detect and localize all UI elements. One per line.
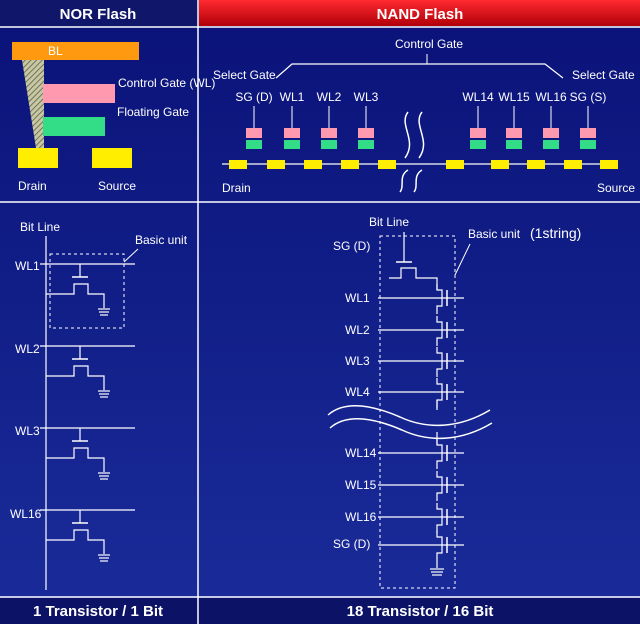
nand-control-gate-block-2 — [284, 128, 300, 138]
nand-control-gate-block-4 — [358, 128, 374, 138]
nand-floating-gate-block-5 — [470, 140, 486, 149]
nor-transistor-4 — [46, 529, 105, 554]
nand-control-gate-block-8 — [580, 128, 596, 138]
nor-floating-gate-block — [43, 117, 105, 136]
nand-wl-label-4: WL4 — [345, 385, 370, 399]
nor-control-gate-block — [43, 84, 115, 103]
nor-bl-label: BL — [48, 44, 63, 58]
nor-cell-cross-section: BL Control Gate (WL) Floating Gate Drain… — [12, 42, 215, 193]
nand-wl-label-7: WL16 — [345, 510, 377, 524]
nand-sg-top-transistor — [389, 267, 438, 290]
nand-gate-label-6: WL15 — [498, 90, 530, 104]
nor-bitline-bar — [12, 42, 139, 60]
nand-cell-transistor-7 — [436, 503, 443, 533]
nand-diffusion-block-10 — [600, 160, 618, 169]
nor-transistor-3 — [46, 447, 105, 472]
nand-floating-gate-block-7 — [543, 140, 559, 149]
nand-control-gate-bracket — [275, 63, 564, 79]
nor-title: NOR Flash — [60, 6, 137, 23]
nand-wl-label-2: WL2 — [345, 323, 370, 337]
nand-sgd-bottom-label: SG (D) — [333, 537, 370, 551]
nand-cell-transistor-6 — [436, 471, 443, 501]
nand-control-gate-block-6 — [506, 128, 522, 138]
nand-gate-label-7: WL16 — [535, 90, 567, 104]
nand-gate-label-4: WL3 — [354, 90, 379, 104]
nor-wl-label-3: WL3 — [15, 424, 40, 438]
nand-gate-label-5: WL14 — [462, 90, 494, 104]
nand-bitline-label: Bit Line — [369, 215, 409, 229]
nand-cell-transistor-1 — [436, 284, 443, 314]
nand-control-gate-block-3 — [321, 128, 337, 138]
nand-footer: 18 Transistor / 16 Bit — [347, 603, 494, 620]
nand-floating-gate-block-4 — [358, 140, 374, 149]
nor-control-gate-label: Control Gate (WL) — [118, 76, 215, 90]
nand-control-gate-block-7 — [543, 128, 559, 138]
nor-basic-unit-box — [49, 253, 125, 329]
nand-diffusion-block-5 — [378, 160, 396, 169]
nand-control-gate-block-5 — [470, 128, 486, 138]
nand-wl-label-6: WL15 — [345, 478, 377, 492]
nand-gate-label-2: WL1 — [280, 90, 305, 104]
nor-wl-label-1: WL1 — [15, 259, 40, 273]
nand-basic-unit-label: Basic unit — [468, 227, 521, 241]
nand-diffusion-block-6 — [446, 160, 464, 169]
nand-header-bg — [199, 0, 640, 26]
nor-transistor-1 — [46, 283, 105, 308]
nand-sgd-top-label: SG (D) — [333, 239, 370, 253]
nor-circuit: Bit Line Basic unit WL1 WL2 WL3 WL16 — [10, 220, 188, 590]
nand-gate-label-8: SG (S) — [570, 90, 607, 104]
nor-bitline-label: Bit Line — [20, 220, 60, 234]
nand-sg-bottom-transistor — [436, 531, 443, 568]
nand-gate-label-3: WL2 — [317, 90, 342, 104]
nand-gate-label-1: SG (D) — [235, 90, 272, 104]
nand-string-note: (1string) — [530, 225, 581, 241]
nand-floating-gate-block-2 — [284, 140, 300, 149]
nand-diffusion-block-8 — [527, 160, 545, 169]
nand-title: NAND Flash — [377, 6, 464, 23]
nand-select-gate-left-label: Select Gate — [213, 68, 276, 82]
nor-transistor-2 — [46, 365, 105, 390]
nand-wl-label-3: WL3 — [345, 354, 370, 368]
nand-select-gate-right-label: Select Gate — [572, 68, 635, 82]
nor-basic-unit-label: Basic unit — [135, 233, 188, 247]
nor-drain-block — [18, 148, 58, 168]
nand-wl-label-1: WL1 — [345, 291, 370, 305]
nand-circuit: Bit Line Basic unit (1string) SG (D) SG … — [327, 215, 581, 589]
nand-diffusion-block-3 — [304, 160, 322, 169]
nand-control-gate-block-1 — [246, 128, 262, 138]
nor-floating-gate-label: Floating Gate — [117, 105, 189, 119]
nand-source-label: Source — [597, 181, 635, 195]
nand-diffusion-block-7 — [491, 160, 509, 169]
nor-header-bg — [0, 0, 197, 26]
nand-diffusion-block-2 — [267, 160, 285, 169]
nand-floating-gate-block-6 — [506, 140, 522, 149]
nor-source-label: Source — [98, 179, 136, 193]
nand-wl-label-5: WL14 — [345, 446, 377, 460]
nor-wl-label-2: WL2 — [15, 342, 40, 356]
nand-basic-unit-box — [379, 235, 456, 589]
nand-cell-cross-section: Control Gate Select Gate Select Gate Dra… — [213, 37, 635, 195]
nand-diffusion-block-1 — [229, 160, 247, 169]
nand-diffusion-block-9 — [564, 160, 582, 169]
nor-footer: 1 Transistor / 1 Bit — [33, 603, 163, 620]
footer-bg — [0, 598, 640, 624]
nor-contact-plug — [22, 60, 44, 148]
nor-wl-label-4: WL16 — [10, 507, 42, 521]
nand-cell-transistor-3 — [436, 347, 443, 377]
nand-cell-transistor-2 — [436, 316, 443, 346]
nand-drain-label: Drain — [222, 181, 251, 195]
nor-source-block — [92, 148, 132, 168]
nor-drain-label: Drain — [18, 179, 47, 193]
nand-floating-gate-block-8 — [580, 140, 596, 149]
nand-diffusion-block-4 — [341, 160, 359, 169]
nand-floating-gate-block-3 — [321, 140, 337, 149]
nand-floating-gate-block-1 — [246, 140, 262, 149]
nand-control-gate-label: Control Gate — [395, 37, 463, 51]
